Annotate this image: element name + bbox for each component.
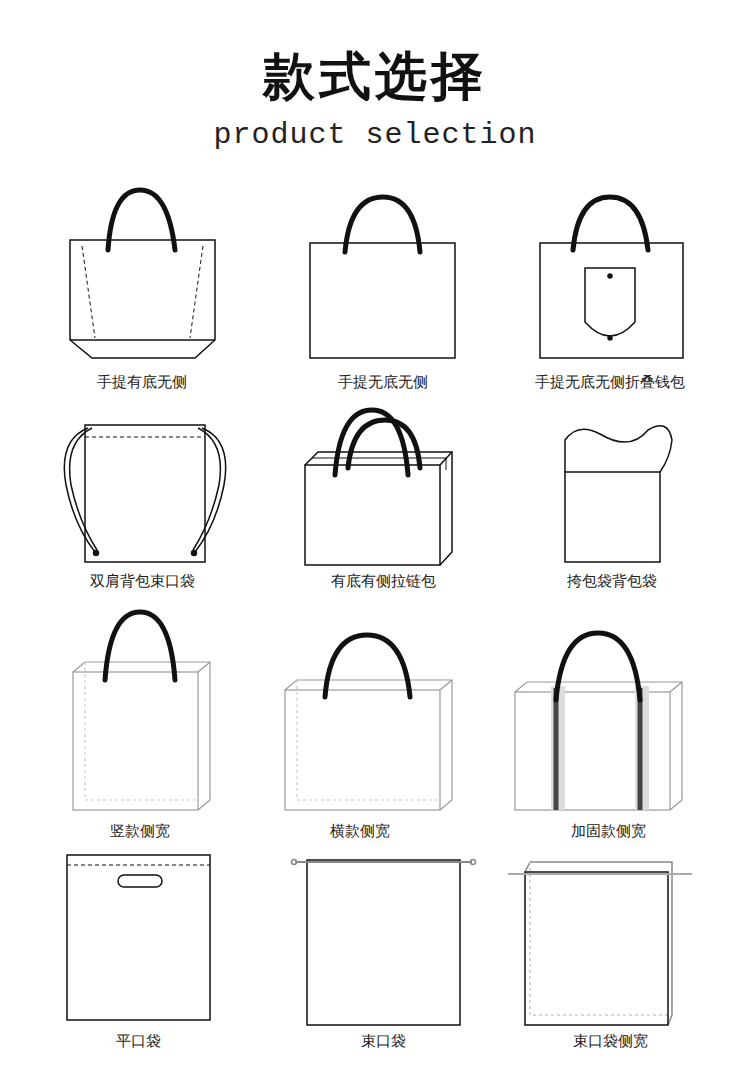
bag-outline <box>285 680 452 810</box>
bag-outline <box>73 662 210 810</box>
style-caption: 束口袋侧宽 <box>573 1032 648 1051</box>
bag-outline <box>85 425 205 562</box>
style-caption: 横款侧宽 <box>330 822 390 841</box>
style-caption: 有底有侧拉链包 <box>331 572 436 591</box>
vest-bag <box>565 426 672 562</box>
bag-outline <box>565 472 660 562</box>
bag-outline <box>307 860 460 1025</box>
bag-outline <box>295 861 472 863</box>
bag-outline <box>608 274 612 278</box>
style-caption: 手提有底无侧 <box>97 373 187 392</box>
bag-outline <box>70 428 97 550</box>
bag-outline <box>67 855 210 1020</box>
bag-outline <box>325 635 410 697</box>
bag-outline <box>94 551 99 556</box>
drawstring-gusset-bag <box>508 862 692 1025</box>
bag-outline <box>471 860 476 865</box>
bag-outline <box>348 420 420 468</box>
foldable-tote <box>540 197 683 358</box>
style-caption: 手提无底无侧折叠钱包 <box>535 373 685 392</box>
reinforced-gusset-bag <box>515 633 682 810</box>
bag-outline <box>530 862 668 1015</box>
zipper-bag <box>305 410 452 565</box>
bag-outline <box>82 246 203 338</box>
subtitle: product selection <box>213 118 536 152</box>
bag-outline <box>440 452 452 465</box>
bag-outline <box>305 452 452 565</box>
bag-outline <box>608 336 612 340</box>
drawstring-backpack <box>64 425 225 562</box>
bag-outline <box>73 672 198 810</box>
page-title: 款式选择 <box>263 42 487 112</box>
bag-outline <box>565 426 672 472</box>
drawstring-bag <box>292 860 476 1026</box>
style-caption: 竖款侧宽 <box>110 822 170 841</box>
bag-outline <box>297 680 440 800</box>
bag-outline <box>305 465 440 565</box>
bag-outline <box>312 458 446 470</box>
bag-with-bottom <box>70 190 215 358</box>
style-caption: 双肩背包束口袋 <box>90 572 195 591</box>
horizontal-gusset-bag <box>285 635 452 810</box>
bag-outline <box>198 662 210 672</box>
bag-outline <box>108 190 175 250</box>
bag-outline <box>70 240 215 358</box>
style-caption: 束口袋 <box>361 1032 406 1051</box>
bag-outline <box>118 875 162 887</box>
bag-outline <box>670 682 682 692</box>
bag-outline <box>515 682 682 810</box>
bag-outline <box>85 662 198 800</box>
bag-outline <box>540 243 683 358</box>
bag-outline <box>64 428 95 552</box>
style-caption: 加固款侧宽 <box>571 822 646 841</box>
bag-outline <box>192 551 197 556</box>
bag-outline <box>70 339 215 341</box>
bag-outline <box>193 428 220 550</box>
bag-outline <box>556 688 640 810</box>
style-caption: 手提无底无侧 <box>338 373 428 392</box>
bag-outline <box>525 862 672 1025</box>
bag-outline <box>285 690 440 810</box>
bag-outline <box>525 872 668 1025</box>
bag-outline <box>573 197 648 250</box>
bag-outline <box>556 633 640 700</box>
bag-outline <box>85 437 205 438</box>
style-caption: 平口袋 <box>116 1032 161 1051</box>
bag-outline <box>508 873 692 875</box>
flat-tote <box>310 197 455 358</box>
bag-outline <box>440 680 452 690</box>
flat-die-cut-bag <box>67 855 210 1020</box>
bag-outline <box>195 428 226 552</box>
bag-outline <box>292 860 297 865</box>
bag-outline <box>585 268 635 336</box>
vertical-gusset-bag <box>73 612 210 810</box>
bag-outline <box>105 612 175 680</box>
bag-outline <box>67 865 210 866</box>
bag-outline <box>345 197 420 252</box>
style-caption: 挎包袋背包袋 <box>567 572 657 591</box>
bag-outline <box>310 243 455 358</box>
